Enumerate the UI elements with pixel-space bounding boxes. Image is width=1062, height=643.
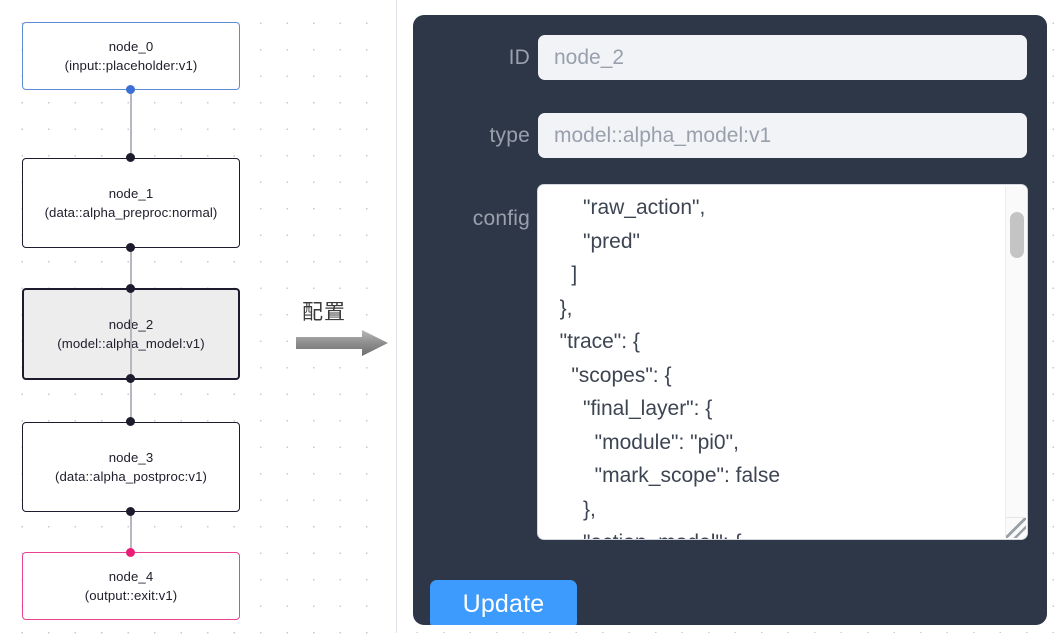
graph-node-node_0[interactable]: node_0(input::placeholder:v1): [22, 22, 240, 90]
config-field-label: config: [472, 207, 530, 230]
node-id-text: node_4: [108, 568, 154, 584]
node-type-text: (data::alpha_postproc:v1): [54, 469, 208, 484]
handle-node_2-source[interactable]: [126, 374, 135, 383]
annotation-caption: 配置: [302, 300, 346, 324]
canvas-bottom-strip: [396, 633, 1062, 643]
field-row-id: ID: [413, 35, 1027, 80]
graph-node-label: node_3(data::alpha_postproc:v1): [55, 448, 207, 487]
right-arrow-icon: [296, 330, 388, 356]
node-type-text: (data::alpha_preproc:normal): [44, 205, 218, 220]
config-text[interactable]: "raw_action", "pred" ] }, "trace": { "sc…: [559, 196, 780, 539]
handle-node_2-target[interactable]: [126, 284, 135, 293]
node-type-text: (output::exit:v1): [84, 588, 178, 603]
panel-canvas: ID type config "raw_action", "pred" ] },…: [396, 0, 1062, 633]
annotation-arrow-group: 配置: [294, 296, 390, 360]
node-id-text: node_0: [108, 38, 154, 54]
config-scrollbar[interactable]: [1005, 186, 1027, 538]
handle-node_4-target[interactable]: [126, 548, 135, 557]
edge-node0-node1: [130, 88, 132, 160]
graph-node-node_1[interactable]: node_1(data::alpha_preproc:normal): [22, 158, 240, 248]
edge-node1-node2: [130, 245, 132, 377]
handle-node_0-source[interactable]: [126, 85, 135, 94]
node-id-text: node_1: [108, 185, 154, 201]
type-field-label: type: [489, 123, 530, 147]
update-button[interactable]: Update: [430, 580, 577, 625]
edge-node3-node4: [130, 510, 132, 552]
field-row-type: type: [413, 113, 1027, 158]
handle-node_1-source[interactable]: [126, 243, 135, 252]
id-input[interactable]: [538, 35, 1027, 80]
handle-node_1-target[interactable]: [126, 153, 135, 162]
graph-node-label: node_0(input::placeholder:v1): [65, 37, 198, 76]
config-editor[interactable]: "raw_action", "pred" ] }, "trace": { "sc…: [538, 185, 1027, 539]
graph-node-label: node_1(data::alpha_preproc:normal): [45, 184, 218, 223]
node-id-text: node_3: [108, 449, 154, 465]
graph-canvas[interactable]: node_0(input::placeholder:v1) node_1(dat…: [0, 0, 392, 643]
handle-node_3-target[interactable]: [126, 417, 135, 426]
graph-node-node_4[interactable]: node_4(output::exit:v1): [22, 552, 240, 620]
field-row-config: config "raw_action", "pred" ] }, "trace"…: [413, 185, 1027, 539]
graph-node-label: node_4(output::exit:v1): [85, 567, 178, 606]
handle-node_3-source[interactable]: [126, 507, 135, 516]
type-input[interactable]: [538, 113, 1027, 158]
id-field-label: ID: [508, 45, 530, 69]
node-type-text: (input::placeholder:v1): [64, 58, 198, 73]
config-scrollbar-thumb[interactable]: [1010, 212, 1024, 258]
config-resize-handle[interactable]: [1006, 517, 1026, 538]
node-config-panel: ID type config "raw_action", "pred" ] },…: [413, 15, 1047, 625]
edge-node2-node3: [130, 375, 132, 420]
graph-node-node_3[interactable]: node_3(data::alpha_postproc:v1): [22, 422, 240, 512]
